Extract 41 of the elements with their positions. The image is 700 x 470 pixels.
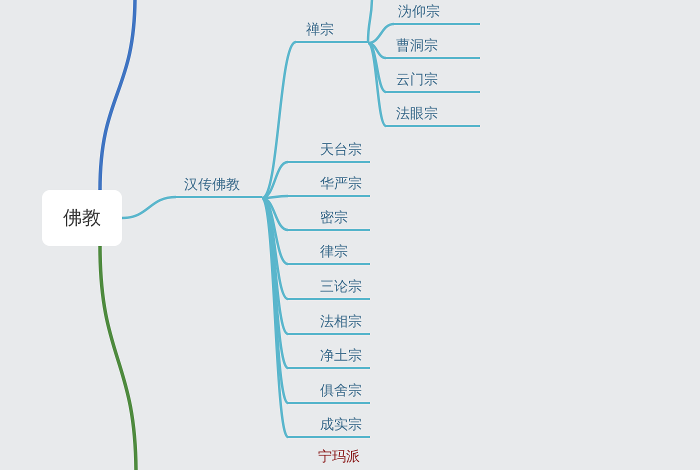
topic-text: 净土宗 <box>320 347 362 365</box>
topic-text: 佛教 <box>63 206 101 231</box>
underline-topic <box>288 139 370 163</box>
topic-text: 天台宗 <box>320 141 362 159</box>
underline-topic <box>288 380 370 404</box>
topic-text: 沩仰宗 <box>398 3 440 21</box>
branch-line <box>98 246 138 470</box>
underline-topic <box>394 4 480 25</box>
topic-text: 华严宗 <box>320 175 362 193</box>
topic-text: 成实宗 <box>320 416 362 434</box>
topic-text: 法眼宗 <box>396 105 438 123</box>
branch-line <box>368 42 386 60</box>
branch-line <box>98 0 137 190</box>
root-topic-box <box>42 190 122 246</box>
underline-topic <box>288 414 370 438</box>
underline-topic <box>386 103 480 127</box>
branch-line <box>367 42 387 127</box>
underline-topic <box>288 345 370 369</box>
topic-text: 禅宗 <box>306 21 334 39</box>
topic-text: 宁玛派 <box>318 448 360 466</box>
topic-text: 律宗 <box>320 243 348 261</box>
topic-text: 法相宗 <box>320 313 362 331</box>
topic-text: 三论宗 <box>320 278 362 296</box>
topic-text: 云门宗 <box>396 71 438 89</box>
branch-line <box>368 22 394 44</box>
underline-topic <box>288 173 370 197</box>
underline-topic <box>386 69 480 93</box>
branch-line <box>366 0 374 44</box>
branch-line <box>367 42 387 94</box>
underline-topic <box>288 207 370 231</box>
underline-topic <box>288 276 370 300</box>
underline-topic <box>288 311 370 335</box>
branch-line <box>261 41 297 199</box>
branch-line <box>260 197 290 438</box>
topic-text: 俱舍宗 <box>320 382 362 400</box>
topic-text: 曹洞宗 <box>396 37 438 55</box>
underline-topic <box>288 241 370 265</box>
branch-line <box>122 196 176 220</box>
topic-text: 汉传佛教 <box>184 176 240 194</box>
underline-topic <box>386 35 480 59</box>
topic-text: 密宗 <box>320 209 348 227</box>
